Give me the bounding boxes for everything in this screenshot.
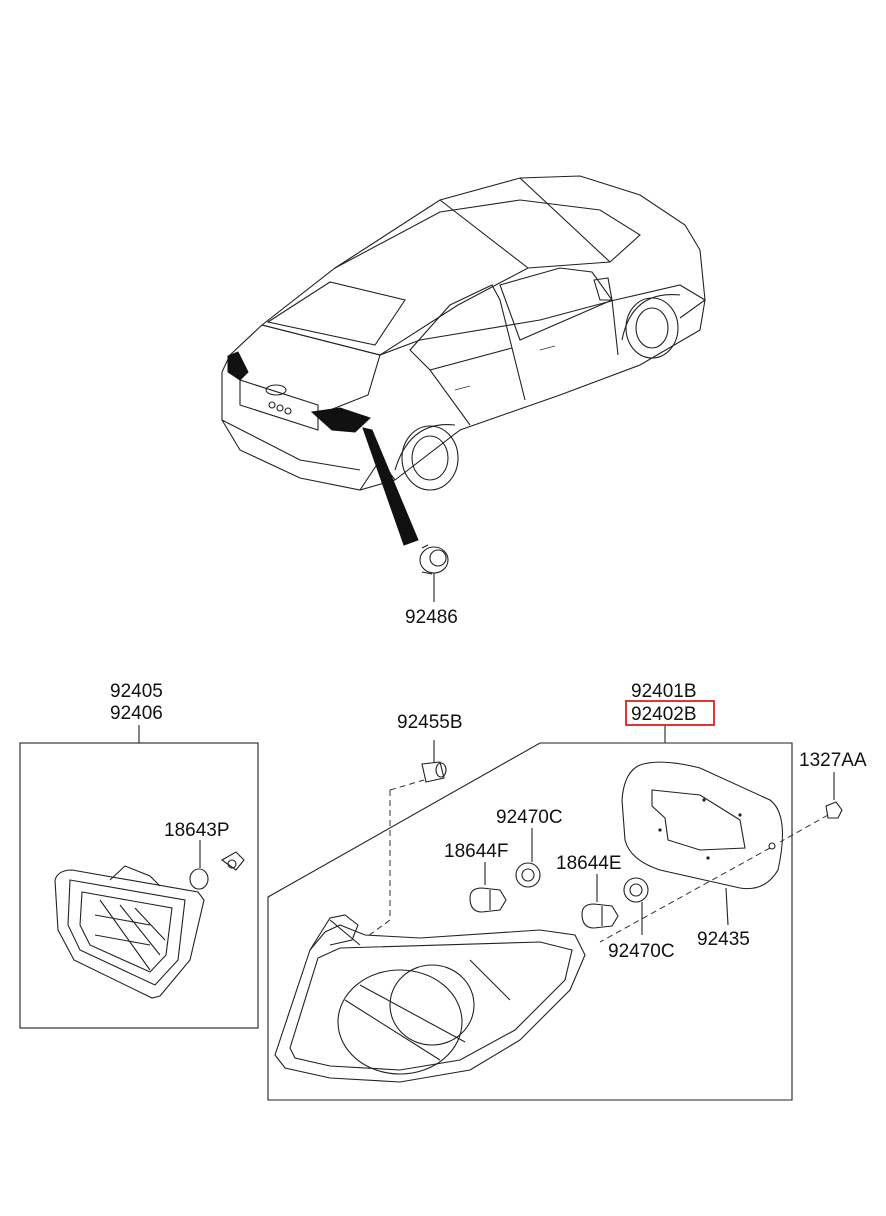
label-18643P: 18643P <box>164 820 230 841</box>
label-92486: 92486 <box>405 607 458 628</box>
label-92455B: 92455B <box>397 712 463 733</box>
label-92402B: 92402B <box>631 704 697 725</box>
label-92406: 92406 <box>110 703 163 724</box>
label-92401B: 92401B <box>631 681 697 702</box>
label-92405: 92405 <box>110 681 163 702</box>
label-92470C-lower: 92470C <box>608 941 675 962</box>
highlight-box <box>625 700 715 726</box>
label-92470C-upper: 92470C <box>496 807 563 828</box>
label-92435: 92435 <box>697 929 750 950</box>
car-illustration <box>221 175 706 546</box>
grommet-part <box>419 544 449 602</box>
label-18644E: 18644E <box>556 853 622 874</box>
inner-lamp-group <box>19 725 259 1029</box>
label-1327AA: 1327AA <box>799 750 867 771</box>
main-lamp-group <box>267 725 843 1101</box>
label-18644F: 18644F <box>444 841 508 862</box>
